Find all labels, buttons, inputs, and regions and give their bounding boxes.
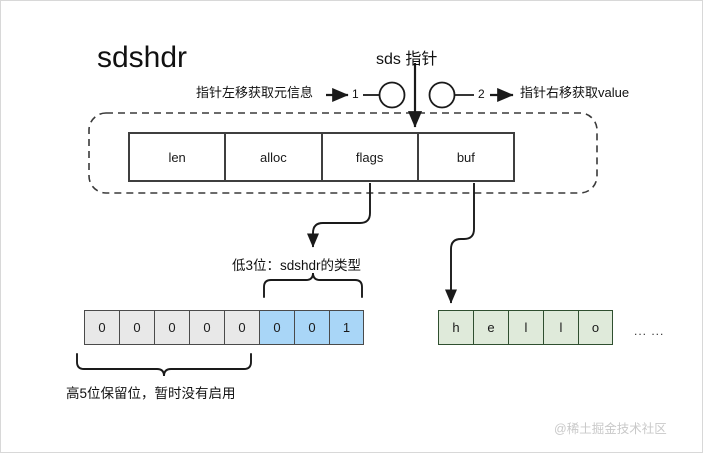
sdshdr-struct-row: len alloc flags buf [128, 132, 515, 182]
string-cell-2: l [508, 310, 543, 345]
bit-cell-2: 0 [259, 310, 294, 345]
flags-to-type-note-arrow [306, 183, 371, 248]
pointer-circle-left [378, 81, 406, 109]
struct-field-flags: flags [322, 134, 419, 180]
bit-cell-7: 0 [84, 310, 119, 345]
sdshdr-container-dashed-box [88, 112, 598, 194]
string-cell-0: h [438, 310, 473, 345]
brace-reserved-bits [76, 353, 252, 377]
struct-field-alloc: alloc [226, 134, 323, 180]
bit-cell-4: 0 [189, 310, 224, 345]
edge-label-2: 2 [478, 87, 485, 101]
bit-cell-1: 0 [294, 310, 329, 345]
left-annotation-label: 指针左移获取元信息 [196, 85, 314, 100]
pointer-circle-right [428, 81, 456, 109]
reserved-bits-caption: 高5位保留位，暂时没有启用 [66, 386, 236, 401]
flags-type-note: 低3位：sdshdr的类型 [232, 258, 362, 273]
edge-label-1: 1 [352, 87, 359, 101]
sds-pointer-label: sds 指针 [376, 51, 438, 68]
bit-cell-3: 0 [224, 310, 259, 345]
buf-string-row: h e l l o [438, 310, 613, 345]
string-cell-4: o [578, 310, 613, 345]
watermark: @稀土掘金技术社区 [554, 422, 667, 436]
brace-type-bits [263, 272, 363, 298]
struct-field-len: len [130, 134, 227, 180]
page-title: sdshdr [97, 41, 188, 74]
struct-field-buf: buf [418, 134, 513, 180]
flags-bits-row: 0 0 0 0 0 0 0 1 [84, 310, 364, 345]
bit-cell-5: 0 [154, 310, 189, 345]
string-cell-3: l [543, 310, 578, 345]
string-continuation-ellipsis: ... ... [634, 324, 665, 338]
buf-to-string-arrow [444, 183, 475, 304]
right-annotation-label: 指针右移获取value [520, 85, 630, 100]
string-cell-1: e [473, 310, 508, 345]
bit-cell-6: 0 [119, 310, 154, 345]
bit-cell-0: 1 [329, 310, 364, 345]
